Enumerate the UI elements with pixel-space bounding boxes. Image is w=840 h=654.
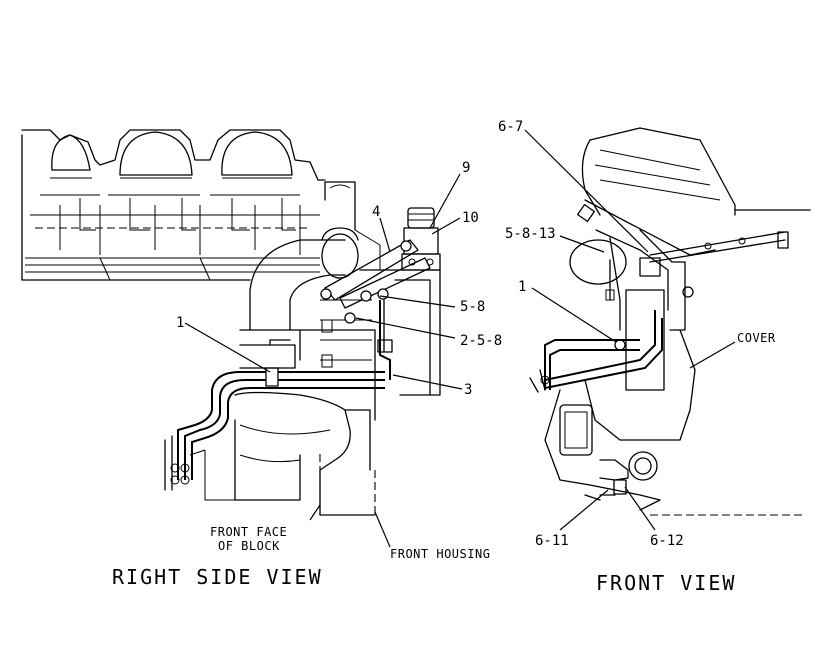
callout-1: 1 — [176, 315, 184, 331]
callout-9: 9 — [462, 160, 470, 176]
lower-fitting — [584, 451, 805, 516]
view-title-right-side: RIGHT SIDE VIEW — [112, 565, 323, 589]
front-leaders — [524, 129, 736, 531]
front-tube-right — [649, 231, 789, 263]
callout-1-front: 1 — [518, 279, 526, 295]
callout-3: 3 — [464, 382, 472, 398]
callout-10: 10 — [462, 210, 479, 226]
callout-5-8: 5-8 — [460, 299, 485, 315]
callout-4: 4 — [372, 204, 380, 220]
right-side-view: 1 4 9 10 5-8 2-5-8 3 FRONT FACE OF BLOCK… — [21, 129, 502, 589]
lower-block — [189, 391, 376, 516]
callout-6-12: 6-12 — [650, 533, 684, 549]
callout-6-11: 6-11 — [535, 533, 569, 549]
bracket-part-4 — [320, 239, 431, 324]
front-tubes — [529, 310, 663, 393]
note-cover: COVER — [737, 331, 776, 345]
callout-6-7: 6-7 — [498, 119, 523, 135]
note-front-face-line1: FRONT FACE — [210, 525, 287, 539]
filter-housing — [576, 127, 811, 256]
engine-block-outline — [21, 129, 356, 281]
front-bracket — [569, 229, 694, 391]
front-cover — [544, 329, 696, 511]
note-front-face-line2: OF BLOCK — [218, 539, 280, 553]
callout-5-8-13: 5-8-13 — [505, 226, 556, 242]
front-view: 6-7 5-8-13 1 COVER 6-11 6-12 FRONT VIEW — [498, 119, 811, 595]
callout-2-5-8: 2-5-8 — [460, 333, 502, 349]
note-front-housing: FRONT HOUSING — [390, 547, 490, 561]
pump-assembly — [401, 207, 441, 271]
view-title-front: FRONT VIEW — [596, 571, 736, 595]
right-side-leaders — [184, 173, 463, 548]
elbow-pipe — [249, 227, 381, 331]
tube-assembly — [164, 299, 393, 491]
